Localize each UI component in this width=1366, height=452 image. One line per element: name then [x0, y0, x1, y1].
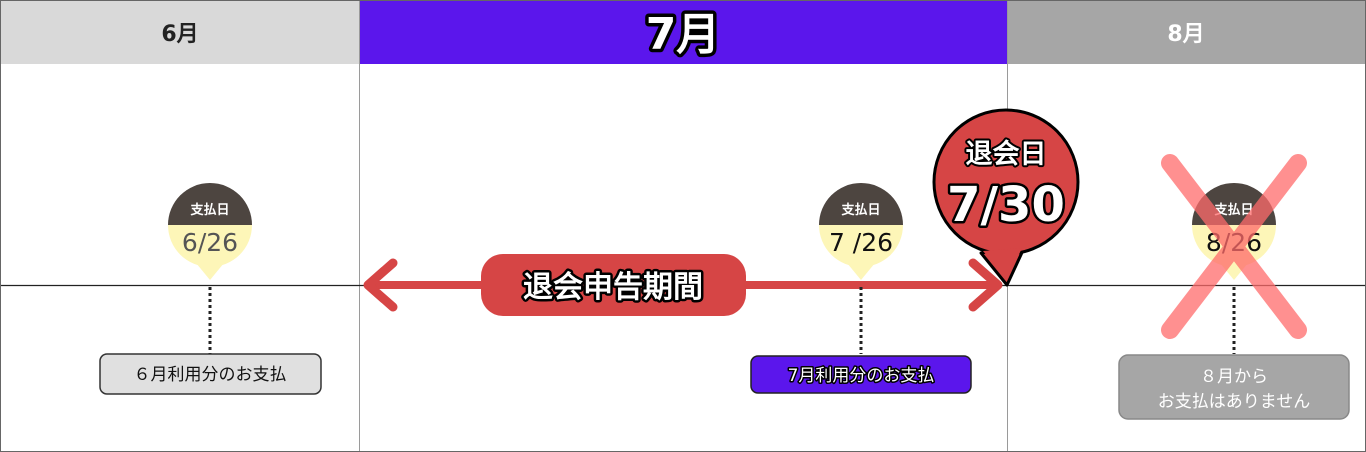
- withdrawal-date-title: 退会日: [966, 139, 1047, 170]
- withdrawal-period-arrow: 退会申告期間: [363, 254, 1003, 316]
- payment-note-box: [99, 353, 322, 395]
- withdrawal-date-callout: 退会日 7/30: [932, 108, 1080, 287]
- payment-note: ６月利用分のお支払: [134, 365, 287, 385]
- payment-note-line-1: ８月から: [1200, 367, 1268, 387]
- month-label-august: 8月: [1167, 22, 1204, 47]
- payment-date-label: 支払日: [189, 202, 229, 218]
- payment-date: 6/26: [182, 228, 238, 257]
- month-header-august: 8月: [1007, 0, 1366, 64]
- payment-note: 7月利用分のお支払: [788, 366, 935, 386]
- month-header-june: 6月: [0, 0, 359, 64]
- month-label-july: 7月: [646, 9, 721, 60]
- withdrawal-period-label: 退会申告期間: [523, 270, 703, 305]
- payment-note-line-2: お支払はありません: [1158, 392, 1311, 412]
- payment-august: 支払日 8/26 ８月から お支払はありません: [1118, 154, 1350, 420]
- withdrawal-date-value: 7/30: [947, 177, 1065, 233]
- month-label-june: 6月: [161, 22, 198, 47]
- payment-date-label: 支払日: [840, 202, 880, 218]
- cancel-cross-icon: [1161, 154, 1307, 339]
- payment-june: 支払日 6/26 ６月利用分のお支払: [99, 183, 322, 395]
- payment-note-box: [750, 355, 972, 394]
- payment-date: 7 /26: [829, 228, 893, 257]
- withdrawal-period-label-box: [481, 254, 746, 316]
- month-header-july: 7月: [359, 0, 1007, 64]
- payment-july: 支払日 7 /26 7月利用分のお支払: [750, 183, 972, 394]
- payment-note-box: [1118, 354, 1350, 420]
- payment-date-label: 支払日: [1213, 202, 1253, 218]
